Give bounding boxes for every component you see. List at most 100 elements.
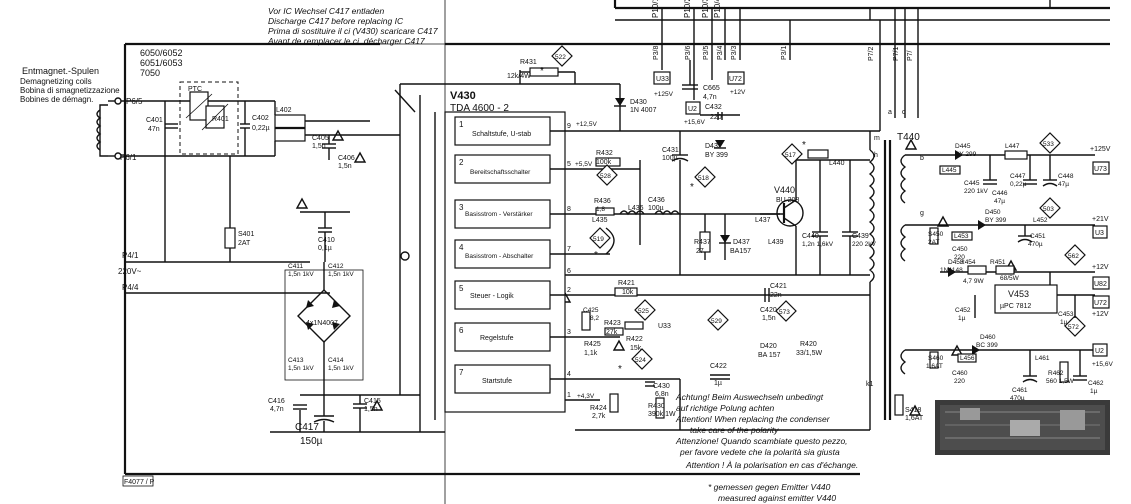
test-point-503: 503 — [1039, 197, 1061, 219]
component-r462-val: 560 1,5W — [1046, 378, 1075, 385]
secondary-rail-15v — [929, 345, 1095, 383]
ptc-group — [179, 81, 239, 155]
component-c414-val: 1,5n 1kV — [328, 365, 354, 372]
connector-p7-2: P7/2 — [868, 46, 875, 61]
module-u2-top: U2 — [685, 101, 701, 115]
component-c453-ref: C453 — [1058, 311, 1074, 318]
tp-529-label: 529 — [711, 318, 722, 325]
component-c436-ref: C436 — [648, 197, 665, 204]
component-l447: L447 — [1005, 143, 1020, 150]
resistor-r431 — [520, 67, 576, 84]
module-u72-top: U72 — [727, 71, 745, 85]
component-c462-ref: C462 — [1088, 380, 1104, 387]
component-c446-ref: C446 — [992, 190, 1008, 197]
ic-pin-lines — [550, 130, 870, 401]
inductor-l440 — [796, 149, 870, 161]
component-c439-ref: C439 — [852, 233, 869, 240]
test-hole — [400, 251, 410, 261]
ic-block-1: 1 Schaltstufe, U-stab — [454, 116, 551, 146]
ic-block-2-label: Bereitschaftsschalter — [470, 169, 531, 176]
component-c405-ref: C405 — [312, 135, 329, 142]
component-bridge: 4x1N4007 — [306, 320, 338, 327]
test-point-518: 518 — [694, 166, 716, 188]
ic-block-7-num: 7 — [459, 368, 464, 377]
component-c401-ref: C401 — [146, 117, 163, 124]
ic-block-7: 7 Startstufe — [454, 364, 551, 394]
rail-12-5v: +12,5V — [576, 121, 597, 128]
component-l440: L440 — [829, 160, 845, 167]
rail-21v-out: +21V — [1092, 216, 1109, 223]
module-u33-top: U33 — [653, 71, 671, 85]
achtung-line-1: Achtung! Beim Auswechseln unbedingt — [675, 392, 824, 402]
component-c410-val: 0,1µ — [318, 245, 332, 252]
component-c415-ref: C415 — [364, 398, 381, 405]
device-models: 6050/6052 6051/6053 7050 — [140, 48, 183, 78]
module-u33-label: U33 — [656, 76, 669, 83]
component-d420-ref: D420 — [760, 343, 777, 350]
component-d437-ref: D437 — [733, 239, 750, 246]
svg-text:*: * — [618, 364, 622, 375]
component-c401-val: 47n — [148, 126, 160, 133]
svg-text:*: * — [540, 66, 544, 77]
rail-4-3v: +4,3V — [577, 393, 595, 400]
achtung-line-5: Attenzione! Quando scambiate questo pezz… — [675, 436, 848, 446]
capacitors-c440-c439 — [812, 160, 858, 275]
component-c430-val: 6,8n — [655, 391, 669, 398]
component-r423-ref: R423 — [604, 320, 621, 327]
component-r432-ref: R432 — [596, 150, 613, 157]
model-6050-6052: 6050/6052 — [140, 48, 183, 58]
component-c412-ref: C412 — [328, 263, 344, 270]
component-d453-val: 1N4148 — [940, 267, 963, 274]
module-u72-right-label: U72 — [1094, 300, 1107, 307]
component-d432-ref: D432 — [705, 143, 722, 150]
component-u33-ctrl: U33 — [658, 323, 671, 330]
component-r425-ref: R425 — [584, 341, 601, 348]
component-c445-val: 220 1kV — [964, 188, 989, 195]
secondary-rail-125v — [939, 150, 1095, 187]
connector-p10-1: P10/1 — [651, 0, 660, 18]
component-d430-ref: D430 — [630, 99, 647, 106]
capacitor-c665 — [682, 60, 698, 90]
connector-p6-1: P6/1 — [120, 153, 137, 162]
test-point-517: 517 — [781, 143, 803, 165]
achtung-line-6: per favore vedete che la polarità sia gi… — [679, 447, 840, 457]
regulator-v453 — [940, 265, 1095, 318]
component-v440-ref: V440 — [774, 185, 795, 195]
tp-562-label: 562 — [1068, 253, 1079, 260]
component-c448-val: 47µ — [1058, 181, 1069, 188]
component-r420-ref: R420 — [800, 341, 817, 348]
component-c421-val: 22n — [770, 292, 782, 299]
ic-pin-1: 1 — [567, 392, 571, 399]
rail-b: b — [920, 155, 924, 162]
connector-p3-3: P3/3 — [731, 45, 738, 60]
component-r454-ref: R454 — [960, 259, 976, 266]
module-u2-right-label: U2 — [1095, 348, 1104, 355]
component-r422-ref: R422 — [626, 336, 643, 343]
warning-triangles — [295, 129, 1018, 416]
component-s401-val: 2AT — [238, 240, 251, 247]
ic-block-7-label: Startstufe — [482, 378, 512, 385]
connector-p4-4: P4/4 — [122, 283, 139, 292]
component-c417-val: 150µ — [300, 436, 323, 447]
secondary-rail-21v — [929, 220, 1095, 245]
rail-h: h — [874, 152, 878, 159]
component-r431-ref: R431 — [520, 59, 537, 66]
tp-524-label: 524 — [635, 357, 646, 364]
component-c451-val: 470µ — [1028, 241, 1043, 248]
component-r425-val: 1,1k — [584, 350, 598, 357]
primary-feed-wires — [399, 70, 880, 395]
model-7050: 7050 — [140, 68, 160, 78]
connector-p3-4: P3/4 — [717, 45, 724, 60]
fuse-s401 — [224, 227, 236, 249]
ic-block-3-label: Basisstrom - Verstärker — [465, 211, 533, 218]
component-r420-val: 33/1,5W — [796, 350, 822, 357]
tp-518-label: 518 — [698, 175, 709, 182]
component-d430-val: 1N 4007 — [630, 107, 657, 114]
component-c422-val: 1µ — [714, 380, 722, 387]
connector-p3-1: P3/1 — [781, 45, 788, 60]
connector-p3-5: P3/5 — [703, 45, 710, 60]
ic-block-3-num: 3 — [459, 203, 464, 212]
component-c421-ref: C421 — [770, 283, 787, 290]
component-l435: L435 — [592, 217, 608, 224]
capacitor-c410 — [300, 211, 350, 262]
